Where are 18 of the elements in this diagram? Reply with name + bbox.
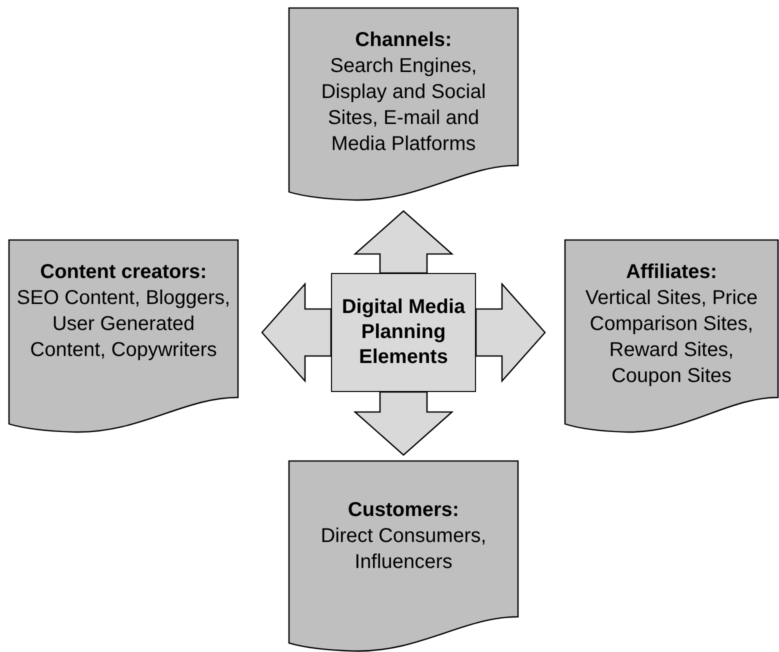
center-box bbox=[331, 273, 476, 392]
card-text: Direct Consumers, Influencers bbox=[320, 524, 488, 575]
document-card bbox=[9, 240, 238, 432]
block-arrow bbox=[261, 282, 332, 383]
card-heading: Content creators: bbox=[39, 260, 208, 285]
block-arrow bbox=[353, 210, 454, 274]
card-heading: Channels: bbox=[354, 28, 453, 53]
block-arrow bbox=[353, 391, 454, 456]
card-text: Search Engines, Display and Social Sites, E-mail and Media Platforms bbox=[320, 54, 487, 157]
document-card bbox=[289, 8, 518, 200]
document-card bbox=[565, 240, 778, 432]
document-card bbox=[289, 461, 518, 651]
card-heading: Customers: bbox=[346, 498, 460, 523]
center-title: Digital Media Planning Elements bbox=[340, 295, 466, 370]
card-heading: Affiliates: bbox=[624, 260, 718, 285]
card-text: Vertical Sites, Price Comparison Sites, Reward Sites, Coupon Sites bbox=[584, 286, 759, 389]
block-arrow bbox=[475, 282, 546, 383]
card-text: SEO Content, Bloggers, User Generated Content, Copywriters bbox=[16, 286, 232, 363]
